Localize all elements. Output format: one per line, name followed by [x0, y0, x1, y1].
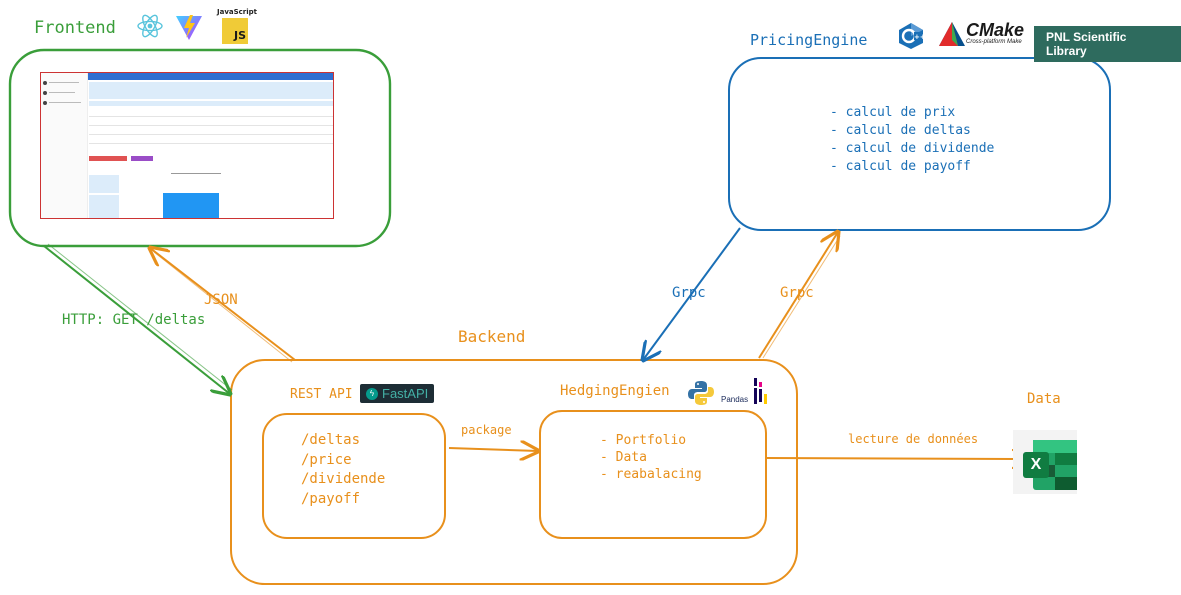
grpc-left-label: Grpc: [672, 285, 706, 301]
grpc-right-label: Grpc: [780, 285, 814, 301]
react-icon: [136, 12, 164, 44]
data-title: Data: [1027, 391, 1061, 407]
grpc-request-arrow: [643, 227, 741, 360]
pricing-item: - calcul de payoff: [830, 159, 971, 174]
cmake-label-group: CMake Cross-platform Make: [966, 21, 1024, 45]
hedging-engine-title: HedgingEngien: [560, 383, 670, 399]
route-item: /deltas: [301, 432, 361, 448]
screenshot-table: [89, 108, 333, 144]
vite-icon: [174, 12, 204, 46]
rest-api-routes: /deltas /price /dividende /payoff: [301, 431, 385, 509]
read-data-arrow: [766, 458, 1030, 459]
fastapi-icon: ϟ: [366, 387, 378, 400]
frontend-title: Frontend: [34, 18, 116, 38]
excel-letter: X: [1030, 456, 1042, 473]
cmake-sub-label: Cross-platform Make: [966, 39, 1022, 45]
pandas-icon: [752, 376, 768, 410]
hedging-engine-box: [539, 410, 767, 539]
pricing-engine-items: - calcul de prix - calcul de deltas - ca…: [830, 104, 994, 176]
screenshot-sidebar: [41, 73, 88, 218]
package-arrow: [448, 448, 538, 451]
fastapi-badge: ϟ FastAPI: [360, 384, 435, 403]
pnl-library-badge: PNL Scientific Library: [1034, 26, 1181, 62]
http-get-label: HTTP: GET /deltas: [62, 312, 206, 328]
fastapi-label: FastAPI: [382, 386, 429, 401]
screenshot-purple-button: [131, 156, 153, 161]
rest-api-box: [262, 413, 446, 539]
json-label: JSON: [204, 292, 238, 308]
rest-api-title: REST API: [290, 387, 353, 402]
cmake-label: CMake: [966, 20, 1025, 40]
screenshot-header-panel: [89, 82, 333, 99]
pandas-label: Pandas: [721, 395, 749, 404]
backend-title: Backend: [458, 327, 526, 346]
hedging-item: - Portfolio: [600, 433, 687, 448]
backend-box: [230, 359, 798, 585]
route-item: /payoff: [301, 490, 361, 507]
screenshot-red-button: [89, 156, 127, 161]
cpp-icon: ++: [897, 22, 926, 54]
frontend-box: [8, 48, 392, 248]
http-get-arrow: [43, 245, 230, 394]
package-label: package: [461, 423, 512, 437]
screenshot-table-header: [89, 101, 333, 106]
screenshot-topbar: [88, 73, 333, 80]
hedging-item: - Data: [600, 450, 647, 465]
hedging-item: - reabalacing: [600, 467, 702, 482]
route-item: /dividende: [301, 471, 386, 487]
cmake-icon: [938, 20, 966, 52]
frontend-screenshot: [40, 72, 334, 219]
pricing-item: - calcul de deltas: [830, 123, 971, 138]
pricing-item: - calcul de dividende: [830, 141, 995, 156]
screenshot-card-1: [89, 175, 119, 193]
json-arrow: [150, 248, 296, 361]
javascript-caption: JavaScript: [217, 8, 258, 16]
pricing-item: - calcul de prix: [830, 105, 956, 120]
javascript-badge: JS: [222, 18, 248, 44]
route-item: /price: [301, 451, 352, 468]
svg-text:++: ++: [914, 33, 925, 41]
hedging-engine-items: - Portfolio - Data - reabalacing: [600, 432, 702, 483]
javascript-icon: JS: [222, 18, 248, 44]
grpc-response-arrow: [758, 232, 838, 359]
pricing-engine-box: [728, 57, 1111, 231]
screenshot-card-2: [89, 195, 119, 218]
excel-icon: X: [1013, 430, 1077, 494]
screenshot-bar: [163, 193, 219, 218]
pricing-engine-title: PricingEngine: [750, 31, 868, 49]
python-icon: [687, 379, 715, 411]
read-data-label: lecture de données: [848, 432, 979, 446]
